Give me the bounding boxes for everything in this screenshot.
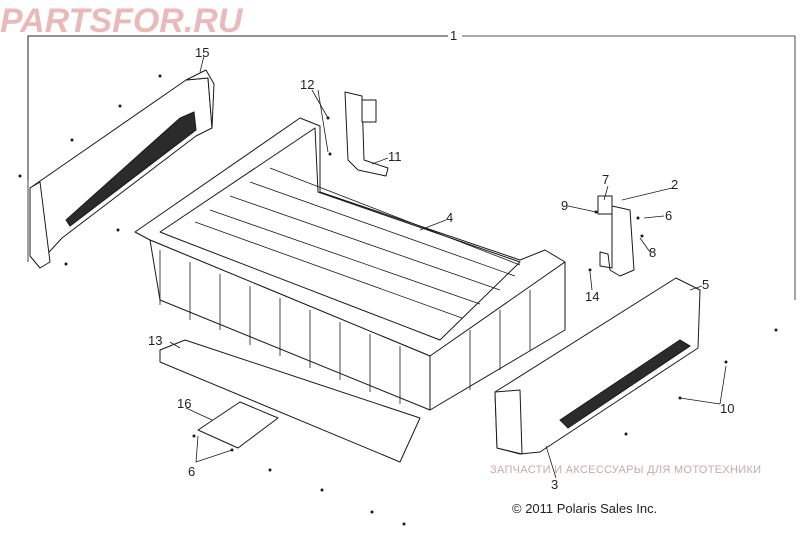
skid-plate [159,339,421,463]
callout-1: 1 [450,28,458,43]
callout-16: 16 [177,396,192,411]
copyright-text: © 2011 Polaris Sales Inc. [512,501,658,516]
callout-14: 14 [585,289,600,304]
right-bracket [597,195,635,277]
callout-3: 3 [551,477,559,492]
callout-4: 4 [446,210,454,225]
watermark-tagline: ЗАПЧАСТИ И АКСЕССУАРЫ ДЛЯ МОТОТЕХНИКИ [490,464,762,476]
fasteners [18,74,778,526]
callout-7: 7 [602,172,610,187]
watermark-logo: PARTSFOR.RU [0,2,244,40]
callout-6-right: 6 [665,208,673,223]
watermark-logo-text: PARTSFOR.RU [0,2,244,40]
callout-8: 8 [649,245,657,260]
pad [197,401,279,449]
callout-11: 11 [388,149,402,164]
left-bracket [344,91,389,177]
callout-15: 15 [195,45,210,60]
callout-6-left: 6 [188,464,196,479]
callout-9: 9 [561,198,569,213]
right-side-panel [494,277,701,455]
callout-2: 2 [671,177,679,192]
left-side-panel [29,69,215,269]
callout-10: 10 [720,401,735,416]
cargo-box [134,117,566,411]
leader-lines [169,55,727,479]
callout-12: 12 [300,77,315,92]
callout-13: 13 [148,333,163,348]
callout-5: 5 [702,277,710,292]
